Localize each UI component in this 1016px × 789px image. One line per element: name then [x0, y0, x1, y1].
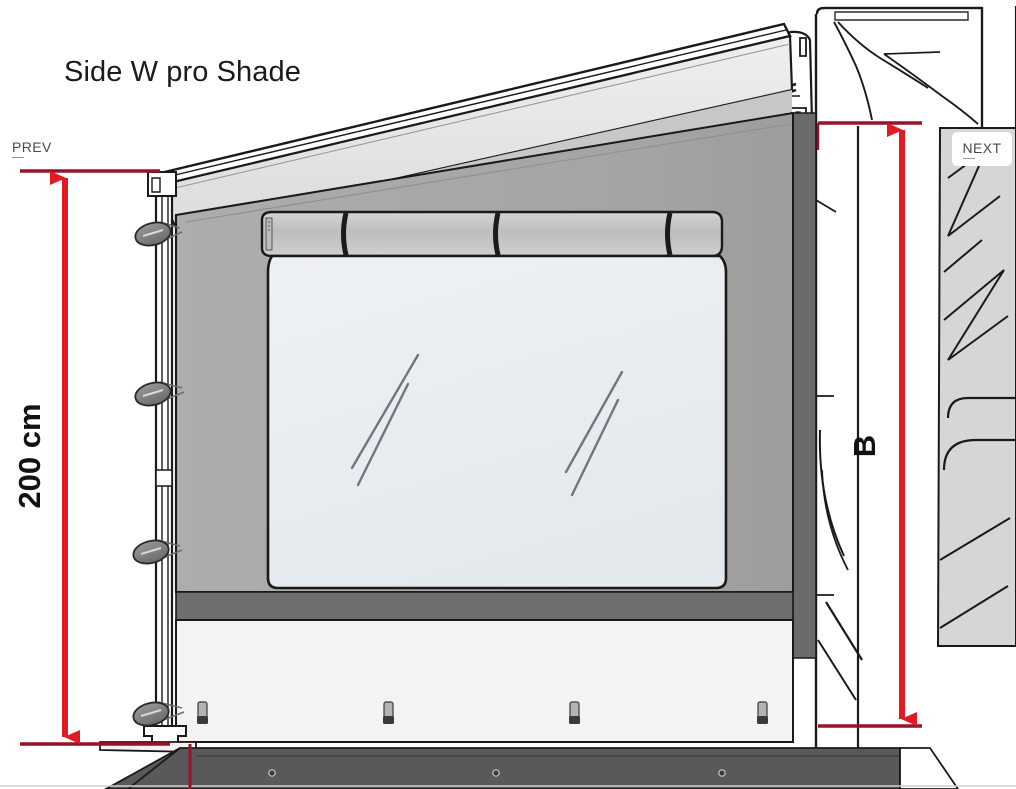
prev-button[interactable]: PREV: [10, 138, 54, 158]
strap-band: [665, 212, 673, 256]
glass-reflection: [564, 370, 624, 497]
tensioner-knob: [132, 701, 185, 727]
next-button-label: NEXT: [962, 140, 1002, 159]
dimension-b: [818, 121, 922, 728]
strap-band: [493, 212, 501, 256]
clear-window-panel: [266, 254, 728, 590]
fastener-clip: [383, 701, 394, 724]
tensioner-knob: [134, 221, 183, 247]
next-button[interactable]: NEXT: [952, 132, 1012, 166]
page-title: Side W pro Shade: [64, 56, 301, 88]
dimension-height-200cm: [20, 169, 170, 746]
lower-skirt-panel: [175, 619, 794, 743]
tensioner-knob: [132, 539, 183, 565]
fastener-clip: [197, 701, 208, 724]
dimension-label-height: 200 cm: [12, 403, 47, 509]
strap-band: [341, 212, 349, 256]
tensioner-knob: [134, 381, 185, 407]
ground-base-plate: [0, 741, 1016, 789]
fastener-clip: [757, 701, 768, 724]
guide-lines: [188, 123, 820, 789]
rolled-fabric-tube: [260, 210, 724, 258]
dimension-label-b: B: [847, 434, 882, 458]
fastener-clip: [569, 701, 580, 724]
glass-reflection: [350, 353, 420, 487]
